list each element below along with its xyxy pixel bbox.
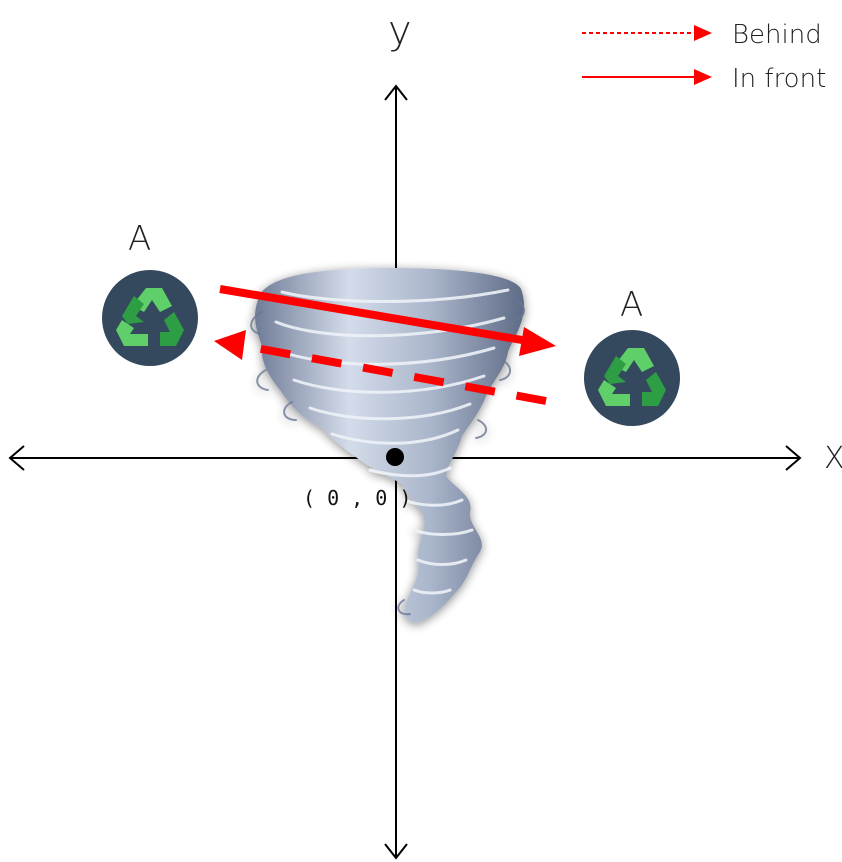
origin-label: ( 0 , 0 ) [303,486,411,510]
legend-in-front-label: In front [732,64,826,94]
origin-dot-icon [386,448,404,466]
object-label-right: A [620,285,643,325]
y-axis-top-arrowhead [384,84,408,101]
recycle-icon [598,348,666,406]
x-axis-label: X [824,441,842,476]
legend-in-front: In front [582,64,826,94]
legend: Behind In front [582,20,826,94]
y-axis-label: y [388,8,412,54]
recycle-icon-left [102,270,198,366]
behind-arrow [214,330,547,405]
in-front-arrow [219,285,556,356]
object-label-left: A [128,219,151,259]
y-axis-bottom-arrowhead [384,843,408,860]
recycle-icon-right [584,330,680,426]
legend-behind: Behind [582,20,822,50]
recycle-icon [116,288,184,346]
x-axis-right-arrowhead [785,445,802,471]
x-axis-left-arrowhead [8,445,25,471]
legend-behind-label: Behind [732,20,822,50]
